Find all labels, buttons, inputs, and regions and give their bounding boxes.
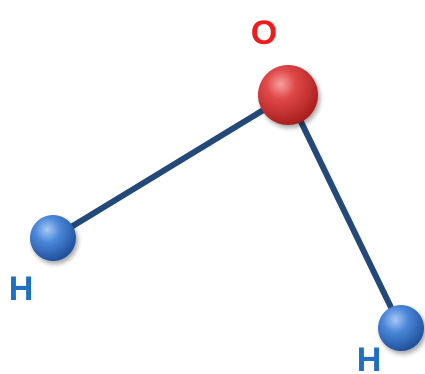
hydrogen-atom-right [378,305,424,351]
hydrogen-atom-left [30,215,76,261]
bond-o-h-right [285,92,404,331]
oxygen-atom [258,65,318,125]
hydrogen-right-label: H [357,341,382,374]
hydrogen-left-label: H [9,270,34,308]
oxygen-label: O [251,14,277,52]
bond-o-h-left [50,92,291,241]
